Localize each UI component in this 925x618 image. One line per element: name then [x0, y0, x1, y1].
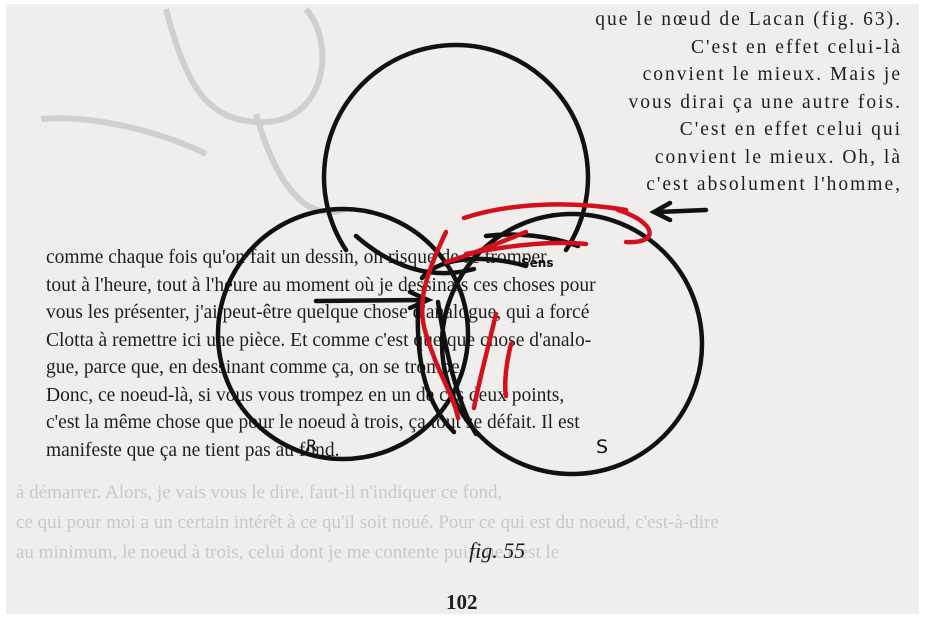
circle-top-inner [356, 236, 474, 273]
circle-top [324, 45, 588, 250]
label-s: S [596, 436, 608, 458]
scanned-page: à démarrer. Alors, je vais vous le dire,… [6, 4, 919, 614]
arrow-left-line [316, 300, 426, 301]
knot-figure [6, 4, 919, 614]
figure-caption: fig. 55 [469, 538, 525, 564]
label-r: R [306, 436, 317, 455]
label-sens: Sens [521, 256, 553, 270]
arrow-right-line [658, 210, 706, 212]
page-number: 102 [446, 590, 478, 614]
